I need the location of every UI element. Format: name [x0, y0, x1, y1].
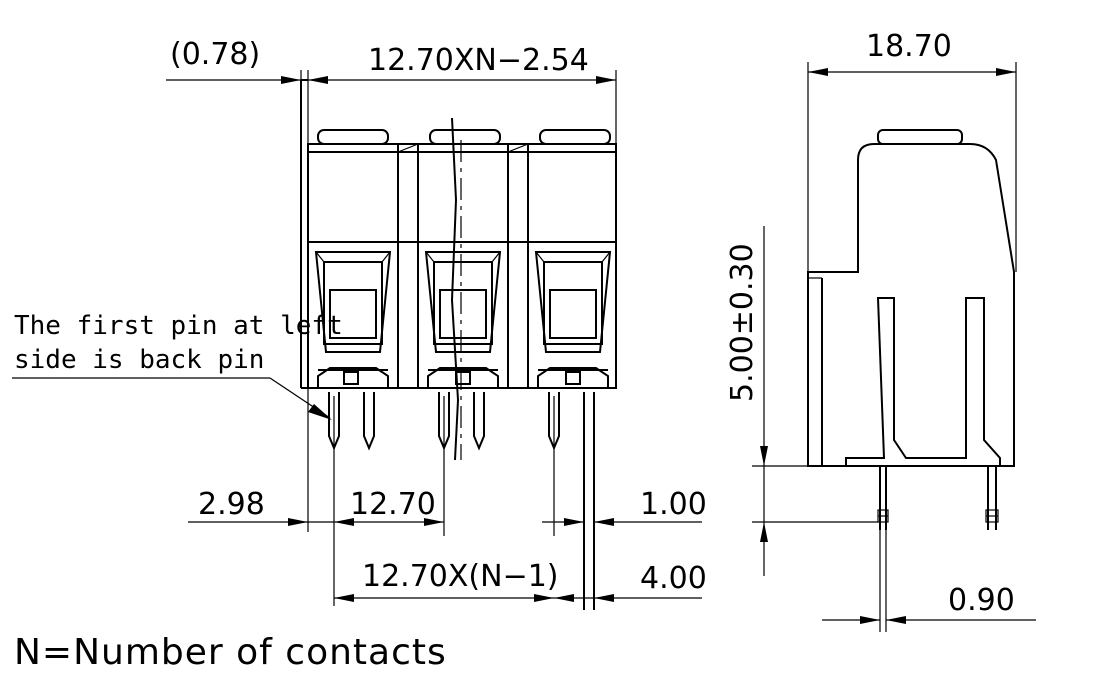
- pole-window: [314, 251, 392, 388]
- depth-dimension: 18.70: [866, 29, 952, 64]
- first-pin-note-line1: The first pin at left: [14, 311, 343, 341]
- height-dimension: 5.00±0.30: [725, 243, 760, 402]
- dimension-lines: [12, 62, 1036, 624]
- offset-dimension: (0.78): [170, 37, 260, 72]
- contacts-legend: N=Number of contacts: [14, 632, 447, 673]
- side-view: [807, 129, 1015, 632]
- pin-thickness-dimension: 0.90: [948, 583, 1015, 618]
- pitch-formula-dimension: 12.70X(N−1): [362, 559, 559, 594]
- edge-offset-dimension: 2.98: [198, 487, 265, 522]
- pole-window: [424, 251, 502, 388]
- front-view: [300, 79, 617, 610]
- pitch-dimension: 12.70: [350, 487, 436, 522]
- first-pin-note-line2: side is back pin: [14, 345, 264, 375]
- pole-window: [534, 251, 612, 388]
- width-dimension: 12.70XN−2.54: [368, 43, 589, 78]
- pins: [328, 392, 595, 610]
- pin-length-dimension: 4.00: [640, 561, 707, 596]
- pin-width-dimension: 1.00: [640, 487, 707, 522]
